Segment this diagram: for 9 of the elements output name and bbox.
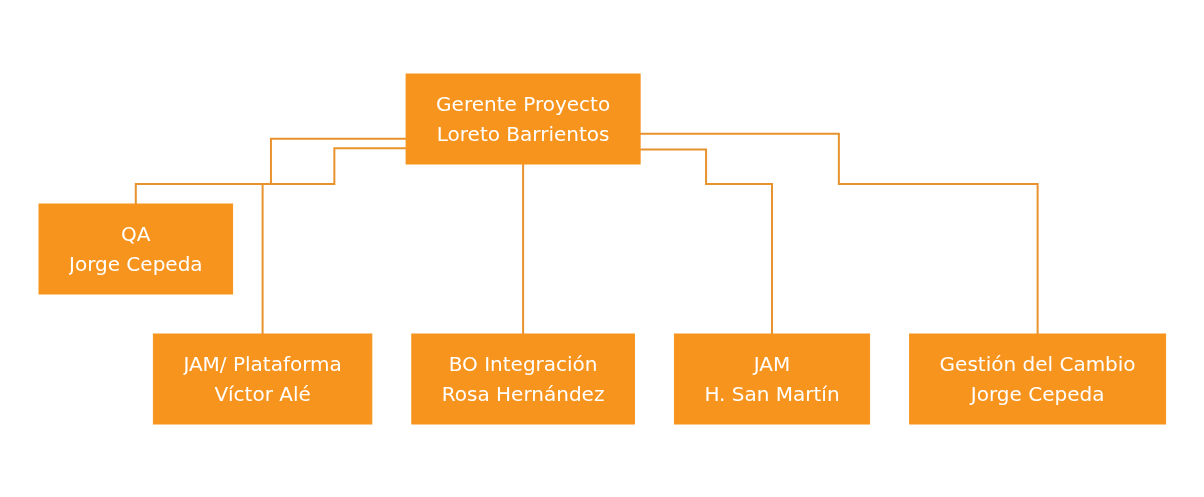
- connector: [638, 148, 773, 335]
- connector: [521, 162, 524, 335]
- connector: [638, 132, 1039, 335]
- node-box: BO Integración Rosa Hernández: [411, 333, 635, 424]
- connector: [134, 137, 407, 205]
- connector: [261, 146, 407, 335]
- node-box: JAM H. San Martín: [673, 333, 870, 424]
- node-box: Gerente Proyecto Loreto Barrientos: [405, 73, 641, 164]
- node-box: Gestión del Cambio Jorge Cepeda: [908, 333, 1166, 424]
